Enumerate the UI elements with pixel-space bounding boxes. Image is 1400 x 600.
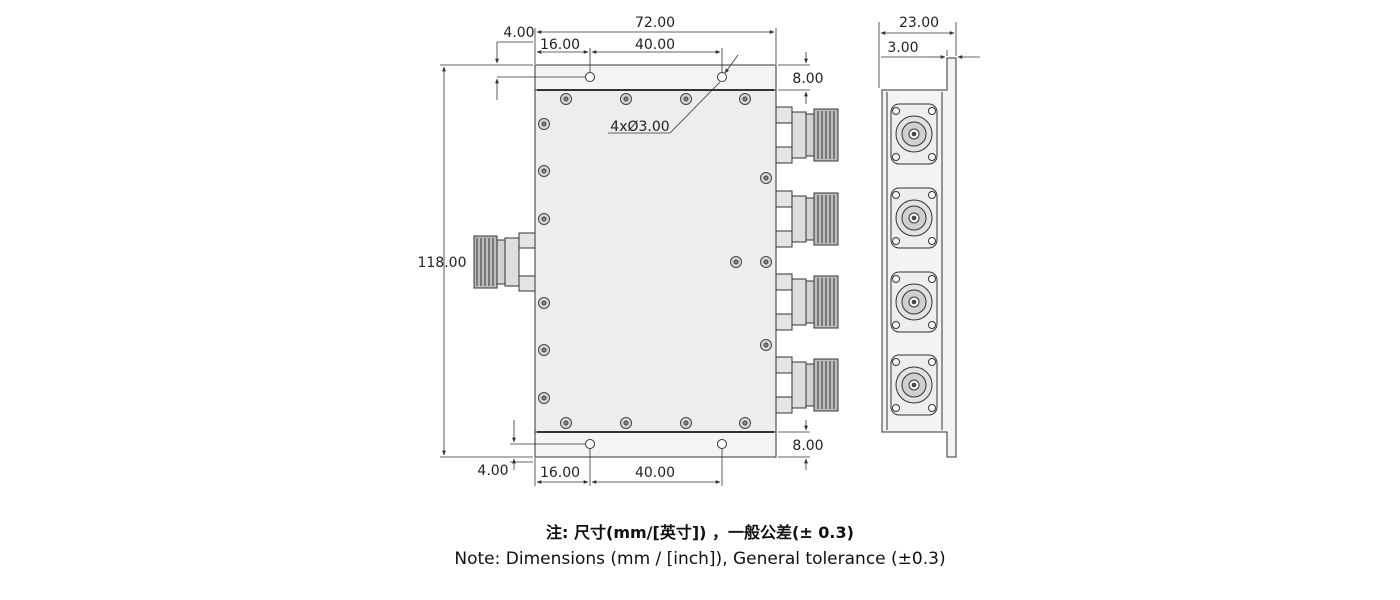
dim-total-width: 72.00 [635, 15, 675, 31]
side-connector-faces [890, 103, 938, 416]
front-dimension-labels: 72.00 4.00 16.00 40.00 4xØ3.00 8.00 118.… [418, 15, 824, 481]
front-view [534, 64, 777, 458]
note-english: Note: Dimensions (mm / [inch]), General … [454, 549, 946, 569]
mounting-holes [585, 72, 727, 449]
dim-left-offset-bottom: 4.00 [477, 463, 508, 479]
dim-hole-spacing-top: 40.00 [635, 37, 675, 53]
output-connectors [775, 106, 839, 414]
output-connector [775, 106, 839, 164]
screws [538, 93, 772, 429]
mounting-hole [717, 439, 727, 449]
dim-flange-top: 8.00 [792, 71, 823, 87]
connector-face [890, 187, 938, 249]
mounting-hole [585, 72, 595, 82]
mounting-hole [585, 439, 595, 449]
side-dimension-lines [878, 22, 980, 88]
dim-left-offset: 4.00 [503, 25, 534, 41]
connector-face [890, 354, 938, 416]
dim-hole-spec: 4xØ3.00 [610, 119, 669, 135]
top-flange [534, 64, 777, 91]
dim-hole-spacing-bottom: 40.00 [635, 465, 675, 481]
dim-hole-x1-bottom: 16.00 [540, 465, 580, 481]
connector-face [890, 271, 938, 333]
note-chinese: 注: 尺寸(mm/[英寸]) ，一般公差(± 0.3) [546, 523, 854, 542]
dim-hole-x1-top: 16.00 [540, 37, 580, 53]
mounting-hole [717, 72, 727, 82]
dim-height: 118.00 [418, 255, 467, 271]
dim-flange-bottom: 8.00 [792, 438, 823, 454]
dim-side-depth: 23.00 [899, 15, 939, 31]
output-connector [775, 273, 839, 331]
output-connector [775, 356, 839, 414]
front-dimension-lines [440, 28, 810, 486]
input-connector [473, 232, 536, 292]
side-dimension-labels: 23.00 3.00 [887, 15, 939, 56]
dim-side-flange: 3.00 [887, 40, 918, 56]
connector-face [890, 103, 938, 165]
bottom-flange [534, 431, 777, 458]
output-connector [775, 190, 839, 248]
